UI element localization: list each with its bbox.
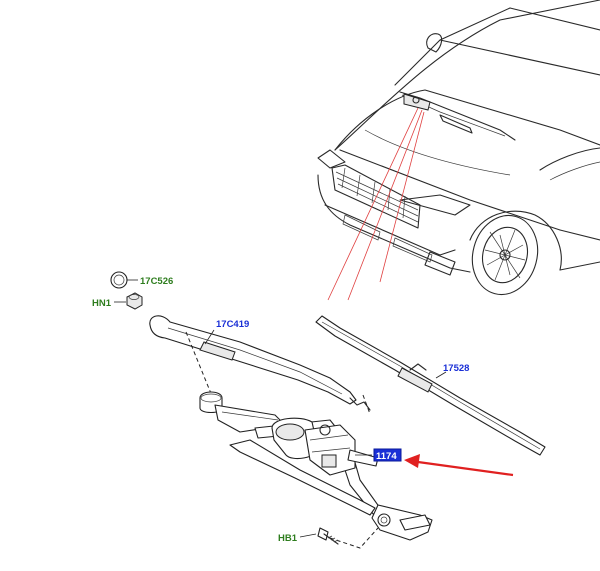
red-pointer-arrow-icon bbox=[404, 454, 514, 477]
motor-mounting-bolt bbox=[317, 527, 339, 545]
label-17C526: 17C526 bbox=[140, 276, 173, 287]
highlighted-part-label: 1174 bbox=[373, 448, 402, 462]
vehicle-front-illustration bbox=[317, 0, 600, 296]
wiper-arm bbox=[149, 315, 371, 411]
label-HN1: HN1 bbox=[92, 298, 112, 309]
wiper-motor-linkage bbox=[185, 331, 433, 549]
wiper-blade bbox=[315, 315, 546, 456]
label-HB1: HB1 bbox=[278, 533, 298, 544]
wiper-arm-cap bbox=[110, 271, 128, 289]
callout-lines bbox=[327, 107, 425, 301]
label-1174: 1174 bbox=[376, 451, 397, 462]
highlight-box bbox=[373, 448, 402, 462]
arm-retaining-nut bbox=[126, 292, 143, 310]
label-17528: 17528 bbox=[443, 363, 469, 374]
label-17C419: 17C419 bbox=[216, 319, 249, 330]
